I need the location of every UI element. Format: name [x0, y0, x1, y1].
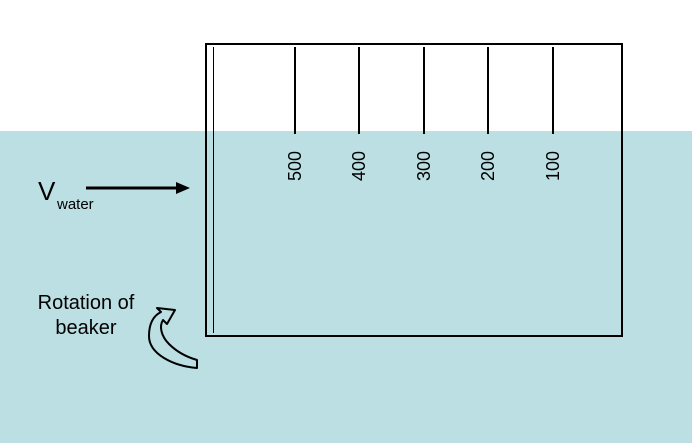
- water-region: [0, 131, 692, 443]
- beaker-inner-wall: [213, 47, 214, 333]
- graduation-label: 400: [349, 150, 369, 182]
- graduation-label: 100: [543, 150, 563, 182]
- graduation-label: 500: [285, 150, 305, 182]
- graduation-line: [487, 47, 489, 134]
- rotation-label: Rotation of beaker: [20, 291, 152, 341]
- graduation-label: 200: [478, 150, 498, 182]
- velocity-subscript: water: [57, 196, 94, 213]
- rotation-label-line1: Rotation of: [37, 292, 135, 314]
- curved-arrow-icon: [148, 307, 198, 369]
- graduation-line: [358, 47, 360, 134]
- arrow-right-icon: [86, 182, 190, 194]
- velocity-symbol: V: [38, 176, 56, 206]
- graduation-label: 300: [414, 150, 434, 182]
- graduation-line: [552, 47, 554, 134]
- graduation-line: [294, 47, 296, 134]
- graduation-line: [423, 47, 425, 134]
- rotation-label-line2: beaker: [55, 317, 117, 339]
- beaker-outline: [205, 43, 623, 337]
